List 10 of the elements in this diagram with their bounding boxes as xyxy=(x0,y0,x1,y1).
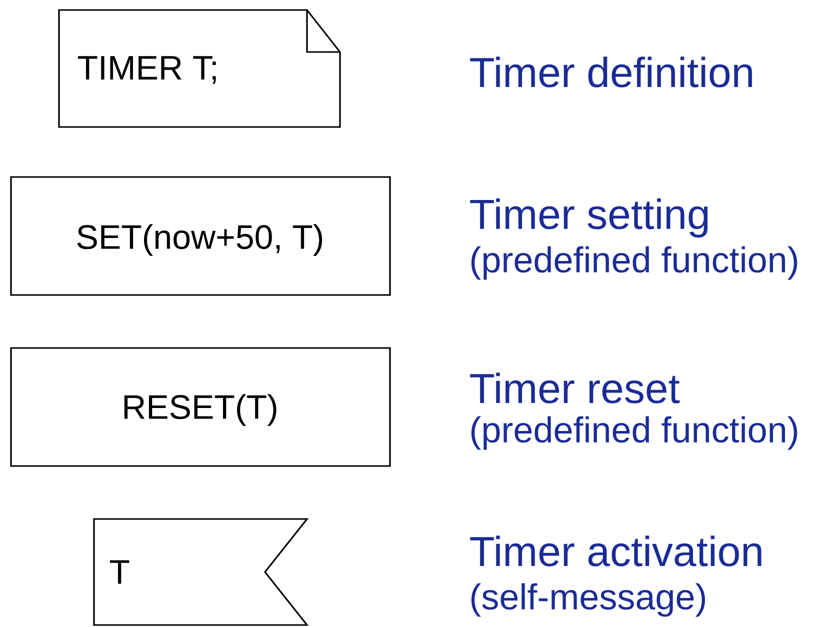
side-note: (predefined function) xyxy=(471,416,798,450)
side-label: Timer setting xyxy=(470,198,708,238)
process-box: SET(now+50, T) xyxy=(10,176,391,296)
side-label: Timer reset xyxy=(470,372,680,404)
note-box: TIMER T; xyxy=(58,9,341,128)
side-label: Timer activation xyxy=(470,536,762,566)
side-note: (predefined function) xyxy=(471,246,798,280)
side-note: (self-message) xyxy=(471,583,705,617)
process-box: RESET(T) xyxy=(10,347,391,467)
side-label: Timer definition xyxy=(470,56,752,88)
